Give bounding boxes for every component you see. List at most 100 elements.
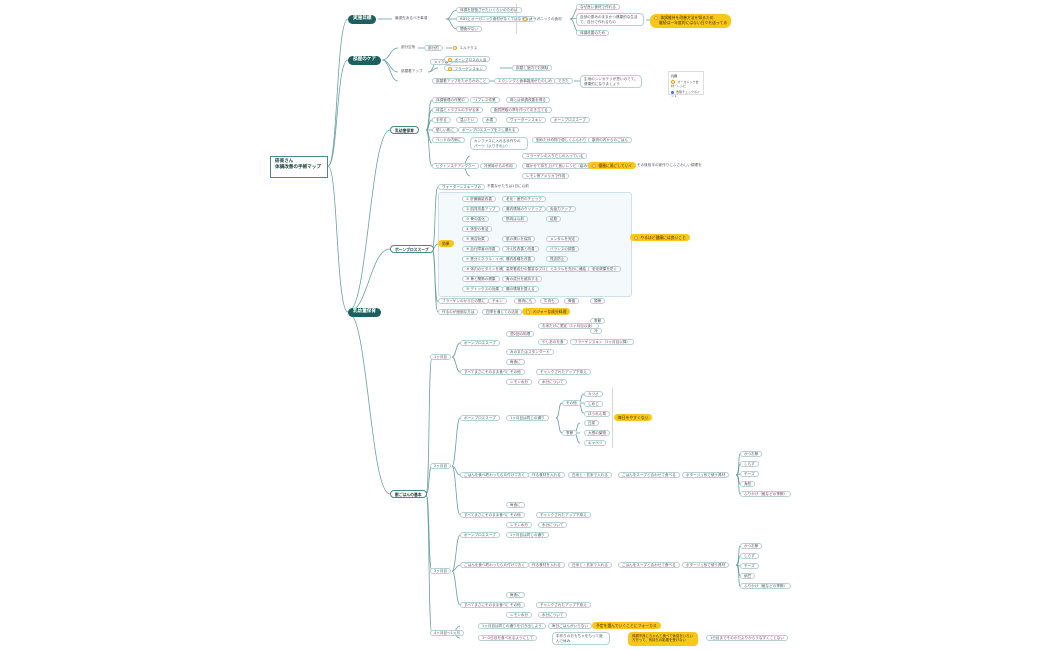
bone-effect-8-item-1[interactable]: 骨の成分を維持する <box>502 276 543 282</box>
meal-m2list-3[interactable]: 海苔 <box>740 481 756 487</box>
baby-row-5-item-2[interactable]: コラーゲンの入りだしの入っている <box>522 153 588 159</box>
goal-item-3[interactable]: 間食がない <box>456 26 482 32</box>
meal-m3a1[interactable]: 1ヶ月目は同じの通り <box>506 532 549 538</box>
bone-effect-2-item-2[interactable]: 結筋 <box>546 216 562 222</box>
bone-effect-7-item-2[interactable]: ミネラルを充分に補給 <box>546 266 590 272</box>
meal-m4c[interactable]: 1日目までそのかたよりからうなずくことない <box>706 635 788 641</box>
bone-effect-4-item-2[interactable]: メンタルを安定 <box>546 236 580 242</box>
goal-sub-1[interactable]: なぜ良い食材で作れる <box>576 4 620 10</box>
baby-highlight[interactable]: 優雅に過ごしていく <box>588 162 637 169</box>
goal-sub-3[interactable]: 体調改善のため <box>576 30 610 36</box>
meal-m2list-4[interactable]: ふりかけ（鮭などの季節） <box>740 491 792 497</box>
meal-m4-highlight[interactable]: 予定を選んでいくことにフォーカス <box>592 622 661 629</box>
room-r2[interactable]: 部屋着アップ <box>401 69 423 73</box>
meal-m2d4[interactable]: ポタージュ系で使う具材 <box>682 472 730 478</box>
bone-effect-1-item-0[interactable]: ② 肌質改善アップ <box>462 206 500 212</box>
room-r3a[interactable]: エクシングと食事雑用がたのしめ <box>494 78 556 84</box>
baby-row-0-item-1[interactable]: リプレス作業 <box>470 97 500 103</box>
meal-m1a2a[interactable]: フラーゲンスキン（1ヶ月目以降） <box>570 339 635 345</box>
meal-m2d2[interactable]: 白米と・玄米で入れる <box>568 472 612 478</box>
meal-m1[interactable]: 1ヶ月目 <box>430 354 452 360</box>
bone-bottom-5[interactable]: 頭骨 <box>590 298 606 304</box>
meal-m3e1[interactable]: 毎食に <box>506 592 525 598</box>
branch-baby-care[interactable]: 乳幼童保育 <box>348 308 381 317</box>
room-r2a1[interactable]: ボーンブロスの入浴 <box>444 56 491 63</box>
bone-effect-1-item-2[interactable]: 免疫力アップ <box>546 206 576 212</box>
meal-m3e3a[interactable]: 水分について <box>538 612 568 618</box>
bone-top2[interactable]: 不要なかたちは1日に以前 <box>487 184 529 188</box>
meal-m3e2[interactable]: その他 <box>506 602 525 608</box>
meal-m1a2[interactable]: やしあのを食 <box>538 339 568 345</box>
baby-row-5-item-4[interactable]: レモン等アメリカで作成 <box>522 173 570 179</box>
room-r2a[interactable]: メイク類 <box>430 59 453 65</box>
meal-m4b1[interactable]: 手作りのおもちゃをもって遊んで休み <box>552 632 610 646</box>
meal-m2e2[interactable]: その他 <box>506 512 525 518</box>
bone-bottom-4[interactable]: 骨盤 <box>564 298 580 304</box>
bone-effect-2-item-0[interactable]: ③ 骨の強化 <box>462 216 489 222</box>
meal-m3list-1[interactable]: しらす <box>740 553 759 559</box>
meal-m3[interactable]: 3ヶ月目 <box>430 568 452 574</box>
baby-row-4-item-1[interactable]: カンファスに入れる手作りのパーツ（よりきれい） <box>470 137 528 151</box>
meal-m1b1[interactable]: 毎食に <box>506 359 525 365</box>
meal-m1a1b[interactable]: 季節 <box>590 318 606 324</box>
meal-m2b1-2[interactable]: ほうれん草 <box>584 411 610 417</box>
room-r3b[interactable]: できた <box>554 78 573 84</box>
meal-m2a[interactable]: ボーンブロススープ <box>460 415 500 421</box>
baby-row-2-item-1[interactable]: 温いたい <box>456 117 479 123</box>
meal-m3e3[interactable]: レモン水分 <box>506 612 532 618</box>
meal-m2e3a[interactable]: 水分について <box>538 522 568 528</box>
meal-m3a[interactable]: ボーンブロススープ <box>460 532 500 538</box>
meal-m4b[interactable]: 1〜2日目を食べれるようにして <box>478 635 538 641</box>
meal-m2c1-2[interactable]: キャベツ <box>584 440 607 446</box>
meal-m1a3[interactable]: みのまたはスタンダード <box>506 349 554 355</box>
room-r3c[interactable]: 生地のシンカテリが思いのでて、健康的になりましょう <box>580 75 642 89</box>
bone-bottom-3[interactable]: 牛肉も <box>540 298 559 304</box>
bone-effect-6-item-1[interactable]: 腸内各種を改善 <box>502 256 536 262</box>
meal-m1b2[interactable]: その他 <box>506 369 525 375</box>
meal-m3d3[interactable]: ごはんをスープと合わせて食べる <box>618 562 680 568</box>
baby-right[interactable]: その後前半の家作りにふさわしい調理を <box>637 163 702 167</box>
bone-effect-4-item-0[interactable]: ⑤ 美容効果 <box>462 236 489 242</box>
meal-m1a1a[interactable]: お米だけに限定（1ヶ月目以後） <box>538 323 599 329</box>
meal-m2e2a[interactable]: チャンクされたアップ下拵え <box>536 512 591 518</box>
meal-m2list-1[interactable]: しらす <box>740 461 759 467</box>
meal-m2a1[interactable]: 1ヶ月目は同じの通り <box>506 415 549 421</box>
baby-row-1-item-1[interactable]: 脂質摂取の季を作って引き立てる <box>490 107 552 113</box>
meal-m3list-3[interactable]: 納豆 <box>740 573 756 579</box>
meal-m2c1-0[interactable]: 白菜 <box>584 420 600 426</box>
baby-section[interactable]: 乳幼童保育 <box>390 126 419 134</box>
goal-item-2[interactable]: RDSとオーガニック食材がなくてはならない <box>456 16 537 22</box>
goal-sub-2[interactable]: 自然の恵みのままかつ健康的な生活で、自分で作れるもの <box>576 13 644 27</box>
baby-row-2-item-0[interactable]: 手作る <box>432 117 451 123</box>
meal-m2b1-0[interactable]: カツオ <box>584 391 603 397</box>
baby-row-4-item-2[interactable]: 固めた炒め物で優しくふんわり <box>532 137 591 143</box>
meal-m3d[interactable]: ごはんを食べ終わったら片付けておく <box>460 562 529 568</box>
bone-highlight[interactable]: やるほど健康には良いこと <box>630 234 690 241</box>
meal-m1b3[interactable]: レモン水分 <box>506 379 532 385</box>
bone-effect-6-item-2[interactable]: 貧血防止 <box>546 256 569 262</box>
room-r1b[interactable]: エルテクス <box>450 45 480 51</box>
meal-m3d2[interactable]: 白米と・玄米で入れる <box>568 562 612 568</box>
baby-row-3-item-1[interactable]: ボーンブロススープを少し漏れる <box>458 127 520 133</box>
root-node[interactable]: 研美さん 体調改善の手帳マップ <box>270 156 328 178</box>
bone-effect-label[interactable]: 効果 <box>438 240 454 247</box>
meal-m3d1[interactable]: 作る食材を入れる <box>528 562 565 568</box>
meal-m2d3[interactable]: ごはんをスープと合わせて食べる <box>618 472 680 478</box>
goal-highlight[interactable]: 体調維持を改善方法を知るため 継続は一年度的にはない日々を送ってる <box>650 14 732 28</box>
meal-m1b2a[interactable]: チャンクされたアップ下拵え <box>536 369 591 375</box>
baby-row-1-item-0[interactable]: 体温とトラブルの下がる体 <box>432 107 484 113</box>
baby-row-0-item-0[interactable]: 体調管理の作業中 <box>432 97 469 103</box>
meal-m2d1[interactable]: 作る食材を入れる <box>528 472 565 478</box>
bone-effect-0-item-0[interactable]: ① 肝臓機能改善 <box>462 196 496 202</box>
room-r3[interactable]: 部屋着アップをたかちかのこと <box>432 78 491 84</box>
bone-effect-5-item-1[interactable]: 冷え性改善と改善 <box>502 246 539 252</box>
meal-m1a1[interactable]: 週2回の料理 <box>506 331 535 337</box>
bone-highlight-2[interactable]: メジャーな成分料理 <box>522 308 571 315</box>
meal-m2e1[interactable]: 毎食に <box>506 502 525 508</box>
bone-effect-5-item-0[interactable]: ⑥ 血行障害の改善 <box>462 246 500 252</box>
bone-effect-7-item-3[interactable]: 老化健康を防ぐ <box>588 266 622 272</box>
bone-bottom2-b[interactable]: 四季を通じての活用 <box>482 309 523 315</box>
baby-row-0-item-2[interactable]: 時とは体調改善を得る <box>506 97 550 103</box>
bone-effect-4-item-1[interactable]: 肌の潤いを保持 <box>502 236 536 242</box>
meal-m4a[interactable]: 1ヶ月目は同じの通りを引き出しよう <box>478 623 546 629</box>
